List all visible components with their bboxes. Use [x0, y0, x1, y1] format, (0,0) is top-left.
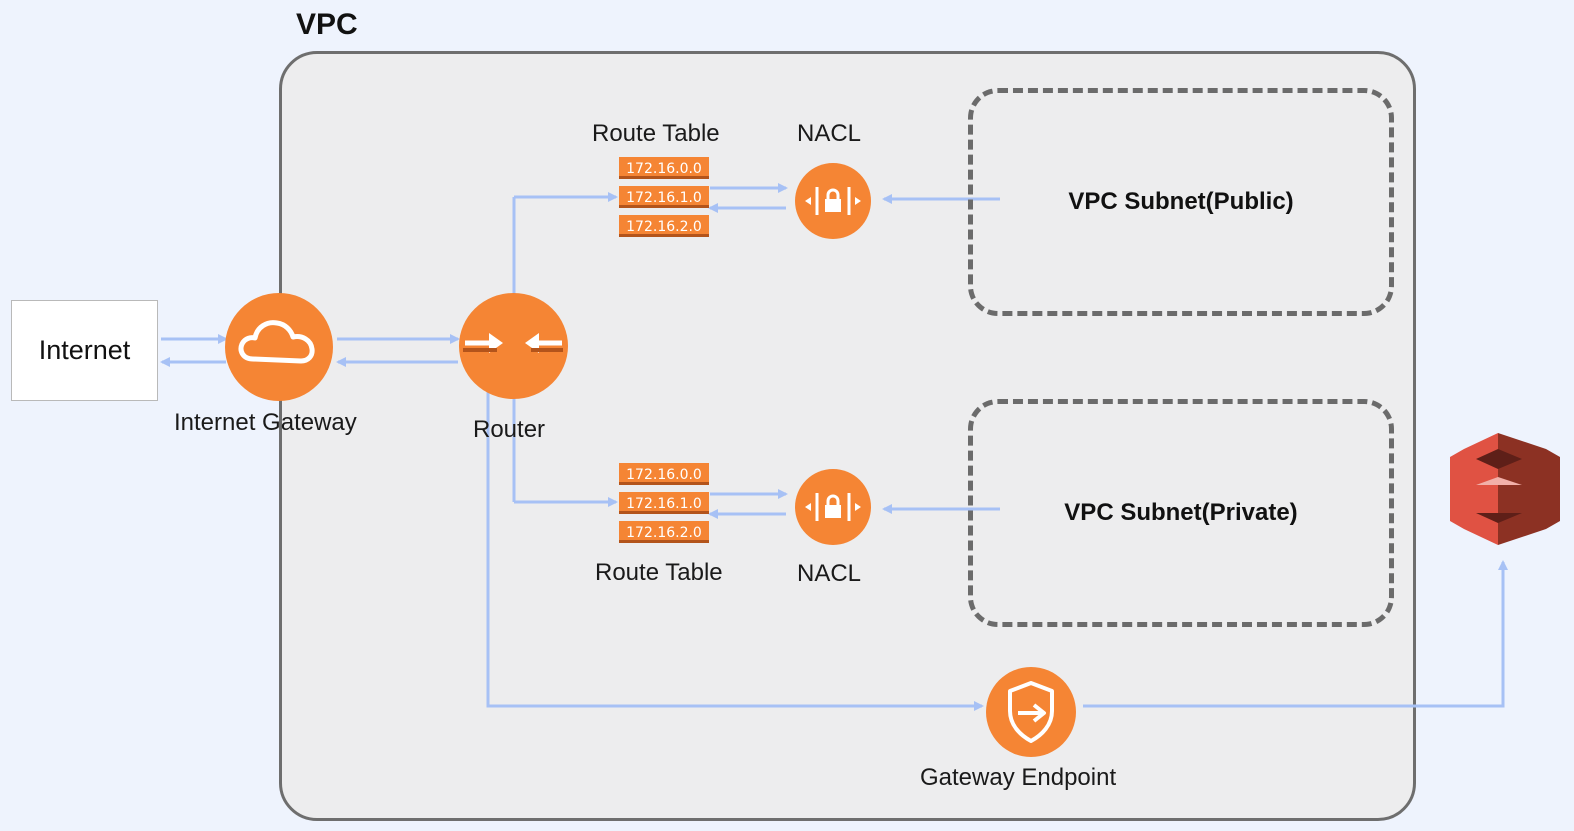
router-label: Router [473, 416, 546, 443]
nacl-private-icon [795, 469, 871, 545]
lock-icon [805, 493, 861, 521]
nacl-private-label: NACL [797, 560, 862, 587]
router-icon [459, 293, 568, 399]
route-table-private-label: Route Table [595, 559, 723, 586]
route-table-row: 172.16.0.0 [619, 157, 709, 179]
internet-box: Internet [11, 300, 158, 401]
internet-gateway-icon [225, 293, 333, 401]
route-table-row: 172.16.0.0 [619, 463, 709, 485]
route-table-row: 172.16.2.0 [619, 521, 709, 543]
internet-label: Internet [38, 335, 131, 365]
cloud-icon [238, 320, 315, 364]
subnet-private-label: VPC Subnet(Private) [1064, 499, 1298, 526]
route-table-row: 172.16.1.0 [619, 186, 709, 208]
subnet-public-label: VPC Subnet(Public) [1068, 188, 1294, 215]
vpc-title: VPC [296, 8, 358, 41]
router-arrows-icon [463, 333, 563, 353]
route-table-public: 172.16.0.0 172.16.1.0 172.16.2.0 [619, 157, 709, 244]
lock-icon [805, 187, 861, 215]
subnet-private: VPC Subnet(Private) [968, 399, 1394, 627]
gateway-endpoint-label: Gateway Endpoint [920, 764, 1117, 791]
endpoint-to-s3-line [1083, 560, 1508, 708]
route-table-private: 172.16.0.0 172.16.1.0 172.16.2.0 [619, 463, 709, 550]
route-table-public-label: Route Table [592, 120, 720, 147]
gateway-endpoint-icon [986, 667, 1076, 757]
route-table-row: 172.16.2.0 [619, 215, 709, 237]
route-table-row: 172.16.1.0 [619, 492, 709, 514]
router-to-endpoint-line [486, 385, 984, 711]
s3-bucket-icon [1450, 433, 1560, 545]
nacl-public-label: NACL [797, 120, 862, 147]
subnet-public: VPC Subnet(Public) [968, 88, 1394, 316]
internet-gateway-label: Internet Gateway [174, 409, 357, 436]
nacl-public-icon [795, 163, 871, 239]
shield-icon [1008, 681, 1054, 743]
